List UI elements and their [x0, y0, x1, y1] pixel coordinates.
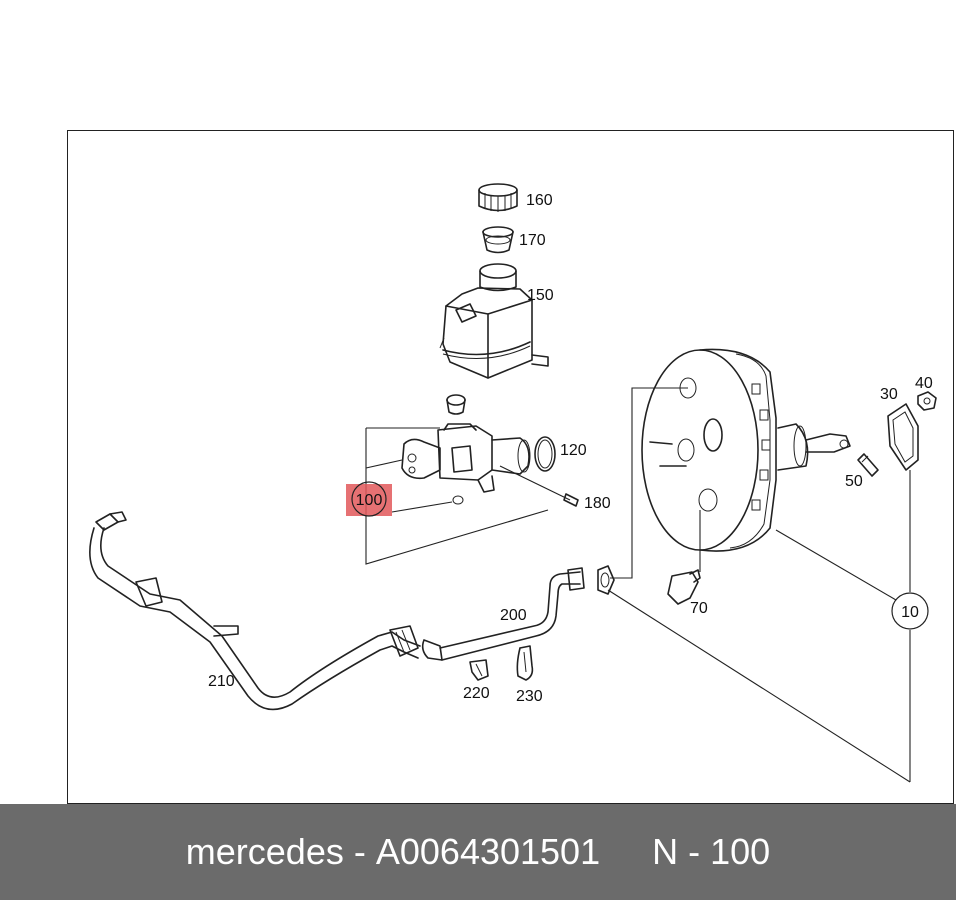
caption-bar: mercedes - A0064301501 N - 100	[0, 804, 956, 900]
reservoir-cap[interactable]	[478, 183, 518, 212]
brake-fluid-reservoir[interactable]	[439, 263, 549, 379]
callout-70[interactable]: 70	[690, 600, 708, 617]
callout-150[interactable]: 150	[527, 287, 554, 304]
callout-220[interactable]: 220	[463, 685, 490, 702]
vacuum-line[interactable]	[89, 511, 421, 711]
caption-brand: mercedes	[185, 831, 344, 872]
booster-nut[interactable]	[917, 391, 937, 411]
callout-50[interactable]: 50	[845, 473, 863, 490]
vacuum-sensor[interactable]	[667, 510, 701, 605]
caption-position-label: N	[652, 831, 679, 872]
master-cylinder-o-ring[interactable]	[534, 436, 556, 472]
callout-230[interactable]: 230	[516, 688, 543, 705]
hose-clip-220[interactable]	[469, 659, 489, 681]
callout-170[interactable]: 170	[519, 232, 546, 249]
callout-200[interactable]: 200	[500, 607, 527, 624]
master-cylinder-bolt[interactable]	[499, 465, 579, 507]
callout-100[interactable]: 100	[356, 492, 383, 509]
callout-10[interactable]: 10	[901, 604, 919, 621]
caption-separator: -	[353, 831, 366, 872]
callout-210[interactable]: 210	[208, 673, 235, 690]
caption-position-number: 100	[710, 831, 771, 872]
callout-40[interactable]: 40	[915, 375, 933, 392]
reservoir-strainer[interactable]	[482, 226, 514, 254]
reservoir-grommet[interactable]	[446, 394, 466, 415]
caption-part-number: A0064301501	[375, 831, 601, 872]
booster-gasket[interactable]	[887, 403, 919, 471]
callout-160[interactable]: 160	[526, 192, 553, 209]
brake-booster[interactable]	[641, 348, 851, 552]
hose-clip-230[interactable]	[516, 645, 534, 681]
callout-10-circle	[891, 592, 929, 630]
booster-pin[interactable]	[857, 453, 879, 477]
highlight-box	[346, 484, 392, 516]
callout-120[interactable]: 120	[560, 442, 587, 459]
brake-master-cylinder[interactable]	[401, 423, 531, 505]
callout-180[interactable]: 180	[584, 495, 611, 512]
callout-100-circle	[351, 481, 387, 517]
caption-position-separator: -	[688, 831, 701, 872]
vacuum-hose[interactable]	[421, 567, 585, 661]
callout-30[interactable]: 30	[880, 386, 898, 403]
check-valve-grommet[interactable]	[597, 565, 615, 595]
